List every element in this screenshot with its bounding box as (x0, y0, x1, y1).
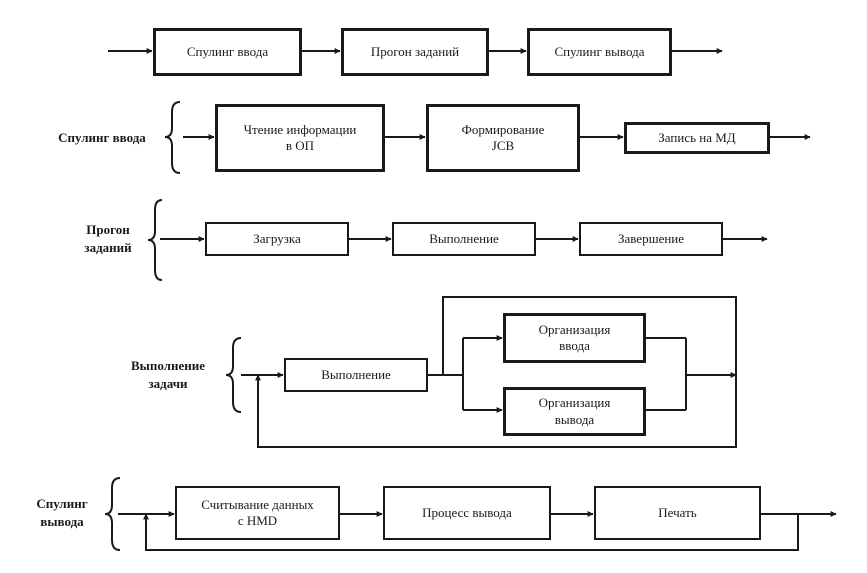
box-print: Печать (594, 486, 761, 540)
label-input-spooling: Спулинг ввода (58, 130, 146, 145)
box-load: Загрузка (205, 222, 349, 256)
brace-job-run (147, 199, 163, 281)
box-task-execute: Выполнение (284, 358, 428, 392)
box-job-run: Прогон заданий (341, 28, 489, 76)
box-read-info: Чтение информации в ОП (215, 104, 385, 172)
label-job-run: Прогон заданий (84, 222, 132, 255)
line-task-top-loop (442, 296, 737, 375)
box-input-organization: Организация ввода (503, 313, 646, 363)
label-task-execution: Выполнение задачи (131, 358, 205, 391)
line-output-loop (143, 513, 799, 551)
brace-task-execution (225, 337, 242, 413)
box-finish: Завершение (579, 222, 723, 256)
box-form-jcb: Формирование JCB (426, 104, 580, 172)
brace-input-spooling (164, 101, 181, 174)
line-task-bottom-loop (255, 374, 737, 448)
box-execute: Выполнение (392, 222, 536, 256)
box-output-spooling: Спулинг вывода (527, 28, 672, 76)
brace-output-spooling (104, 477, 121, 551)
box-read-data: Считывание данных с НМD (175, 486, 340, 540)
label-output-spooling: Спулинг вывода (36, 496, 88, 529)
box-output-process: Процесс вывода (383, 486, 551, 540)
box-input-spooling: Спулинг ввода (153, 28, 302, 76)
box-write-disk: Запись на МД (624, 122, 770, 154)
box-output-organization: Организация вывода (503, 387, 646, 436)
